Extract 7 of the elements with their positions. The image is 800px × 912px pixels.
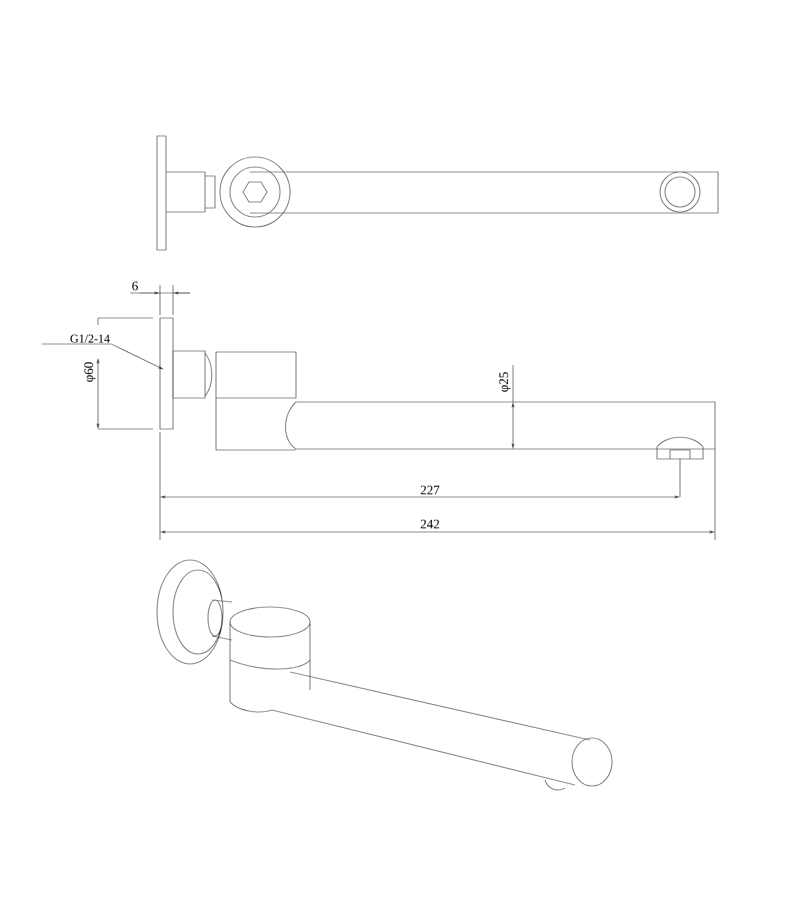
wall-plate — [160, 318, 174, 430]
dimension-label: φ25 — [499, 372, 511, 392]
dimension-label: 6 — [132, 282, 138, 290]
thread-label: G1/2-14 — [70, 334, 110, 343]
dimension-label: 227 — [420, 486, 440, 494]
dimension-label: φ60 — [84, 362, 96, 382]
dimension-label: 242 — [420, 520, 440, 528]
